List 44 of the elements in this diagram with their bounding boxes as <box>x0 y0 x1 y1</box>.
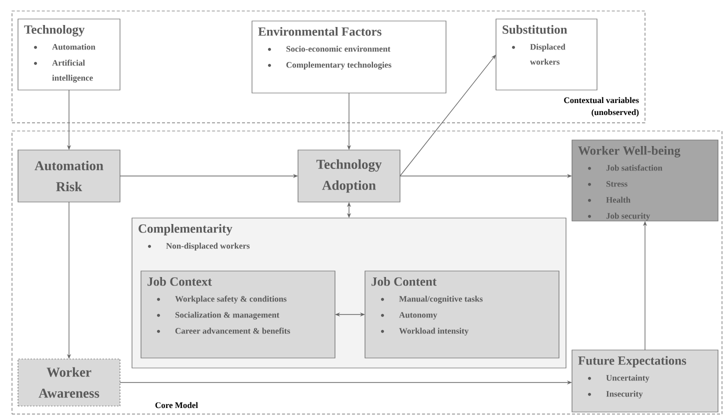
bullet-item: Complementary technologies <box>268 62 392 70</box>
node-title: Automation Risk <box>34 160 104 192</box>
heading: Environmental Factors <box>258 27 382 36</box>
process-box <box>18 358 120 406</box>
bullet-item: Workload intensity <box>381 328 469 336</box>
dashed-frame <box>12 10 646 124</box>
process-box <box>18 18 120 90</box>
bullet-item: Job satisfaction <box>588 164 662 171</box>
bullet-item: Workplace safety & conditions <box>157 296 286 304</box>
process-box <box>364 270 560 358</box>
node-title: Technology Adoption <box>316 159 382 193</box>
process-box <box>252 20 446 94</box>
heading: Complementarity <box>138 224 232 236</box>
bullet-item: Displaced workers <box>512 44 566 65</box>
heading: Job Context <box>148 277 212 286</box>
bullet-item: Job security <box>588 212 650 221</box>
heading: Future Expectations <box>578 356 686 368</box>
process-box <box>298 150 400 202</box>
bullet-item: Automation <box>34 44 96 50</box>
heading: Technology <box>24 25 85 36</box>
bullet-item: Insecurity <box>588 390 643 399</box>
bullet-item: Socio-economic environment <box>268 46 390 52</box>
heading: Worker Well-being <box>578 146 680 158</box>
process-box <box>572 350 718 412</box>
heading: Job Content <box>372 277 437 286</box>
bullet-item: Health <box>588 196 630 203</box>
process-box <box>140 270 336 358</box>
bullet-item: Uncertainty <box>588 374 650 383</box>
heading: Substitution <box>502 25 568 34</box>
bullet-item: Manual/cognitive tasks <box>381 296 483 304</box>
process-box <box>572 140 718 222</box>
frame-caption: Contextual variables (unobserved) <box>564 97 639 117</box>
dashed-frame <box>12 130 722 414</box>
node-title: Worker Awareness <box>38 367 100 398</box>
process-box <box>18 150 120 202</box>
bullet-item: Autonomy <box>381 312 438 320</box>
bullet-item: Stress <box>588 181 628 187</box>
bullet-item: Career advancement & benefits <box>157 328 290 334</box>
arrow <box>400 54 496 176</box>
frame-caption: Core Model <box>155 402 198 408</box>
process-box <box>496 18 598 90</box>
bullet-item: Socialization & management <box>157 312 280 320</box>
bullet-item: Non-displaced workers <box>148 242 250 250</box>
bullet-item: Artificial intelligence <box>34 60 93 83</box>
